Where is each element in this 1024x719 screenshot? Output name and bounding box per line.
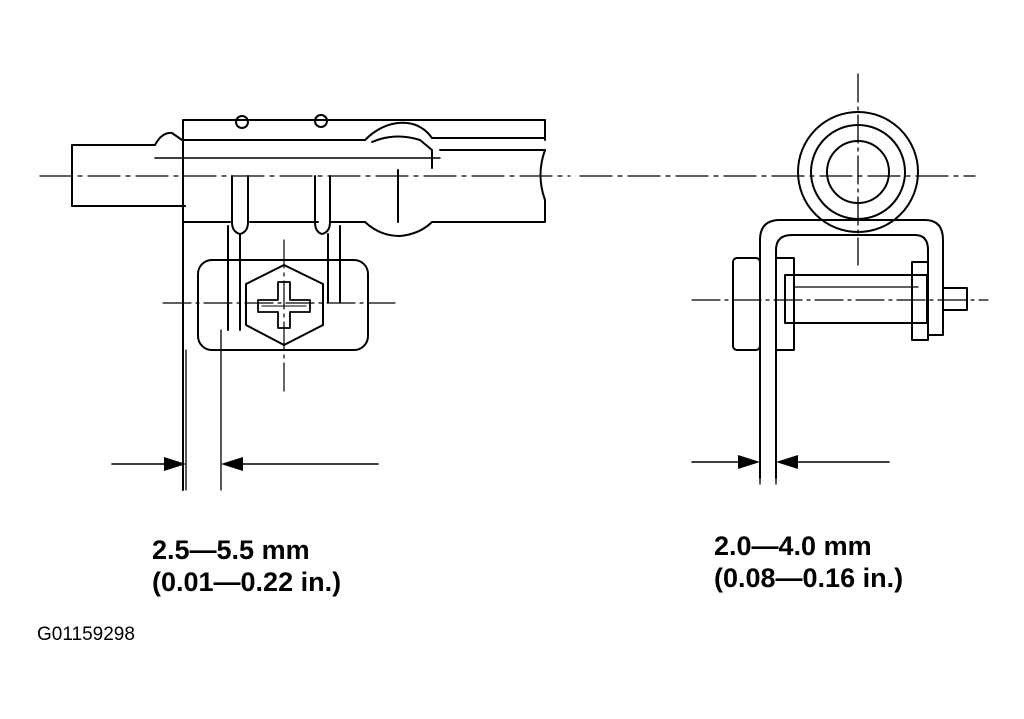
pipe-end-break xyxy=(329,149,546,237)
bracket-tab xyxy=(197,259,369,351)
bolt-shaft xyxy=(784,274,928,324)
pipe-outer-ring xyxy=(797,111,919,233)
pipe-inner-ring xyxy=(826,140,890,204)
left-dimension-imperial: (0.01—0.22 in.) xyxy=(152,567,342,597)
pipe-bulge xyxy=(371,135,433,223)
rivet-1 xyxy=(235,115,249,129)
pipe-body xyxy=(71,119,546,207)
right-dimension-metric: 2.0—4.0 mm xyxy=(714,531,872,561)
phillips-cross-icon xyxy=(257,281,311,329)
clamp-leg-left xyxy=(231,175,249,235)
left-dim-arrow-a xyxy=(164,457,186,471)
nut-right xyxy=(911,261,929,341)
clamp-leg-right xyxy=(314,175,331,235)
left-dim-arrow-b xyxy=(221,457,243,471)
u-bracket-inner xyxy=(775,234,929,479)
left-dimension-label: 2.5—5.5 mm (0.01—0.22 in.) xyxy=(152,534,341,598)
figure-id: G01159298 xyxy=(37,624,135,645)
right-dimension-imperial: (0.08—0.16 in.) xyxy=(714,563,904,593)
u-bracket-outer xyxy=(759,219,944,479)
right-dim-arrow-b xyxy=(776,455,798,469)
rivet-2 xyxy=(314,114,328,128)
left-dimension-metric: 2.5—5.5 mm xyxy=(152,535,310,565)
right-dim-arrow-a xyxy=(738,455,760,469)
pipe-lower-contour xyxy=(182,139,366,223)
spacer-left xyxy=(775,257,795,351)
bolt-tip xyxy=(942,287,968,311)
right-dimension-label: 2.0—4.0 mm (0.08—0.16 in.) xyxy=(714,530,903,594)
clamp-upper-collar xyxy=(182,119,546,141)
side-view xyxy=(39,114,571,491)
nut-left xyxy=(732,257,761,351)
end-view xyxy=(579,73,989,485)
